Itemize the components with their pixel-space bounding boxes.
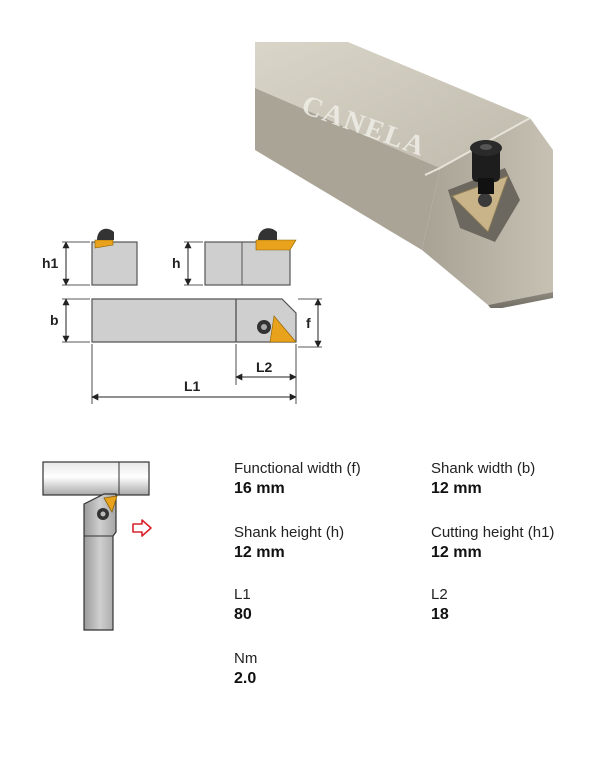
spec-shank-height: Shank height (h) 12 mm	[234, 524, 344, 562]
spec-label: Cutting height (h1)	[431, 524, 555, 541]
spec-value: 12 mm	[234, 544, 285, 561]
spec-l1: L1 80	[234, 586, 252, 624]
spec-l2: L2 18	[431, 586, 449, 624]
spec-shank-width: Shank width (b) 12 mm	[431, 460, 535, 498]
spec-label: L1	[234, 586, 251, 603]
end-view-h	[204, 241, 291, 286]
label-l1: L1	[184, 378, 201, 394]
product-photo: CANELA	[255, 42, 553, 308]
top-view-insert	[269, 315, 297, 343]
spec-label: Nm	[234, 650, 258, 667]
spec-value: 16 mm	[234, 480, 285, 497]
spec-label: Shank height (h)	[234, 524, 345, 541]
orientation-diagram	[42, 461, 150, 631]
spec-value: 12 mm	[431, 544, 482, 561]
label-h1: h1	[42, 255, 59, 271]
spec-label: Functional width (f)	[234, 460, 361, 477]
end-view-h1	[91, 241, 138, 286]
label-f: f	[306, 315, 311, 331]
spec-value: 12 mm	[431, 480, 482, 497]
workpiece	[42, 461, 150, 496]
spec-label: Shank width (b)	[431, 460, 536, 477]
spec-cutting-height: Cutting height (h1) 12 mm	[431, 524, 554, 562]
spec-value: 80	[234, 606, 252, 623]
spec-functional-width: Functional width (f) 16 mm	[234, 460, 361, 498]
label-h: h	[172, 255, 181, 271]
label-l2: L2	[256, 359, 273, 375]
dimension-drawing: h1 h b f L2 L1	[42, 228, 322, 404]
shank-side-face	[255, 88, 440, 250]
spec-value: 18	[431, 606, 449, 623]
arrow-right-outline-icon	[132, 519, 152, 537]
tool-shank	[83, 493, 117, 631]
tool-insert	[103, 495, 118, 513]
shank-top-face	[255, 42, 530, 168]
label-b: b	[50, 312, 59, 328]
spec-label: L2	[431, 586, 448, 603]
spec-value: 2.0	[234, 670, 257, 687]
spec-nm: Nm 2.0	[234, 650, 257, 688]
